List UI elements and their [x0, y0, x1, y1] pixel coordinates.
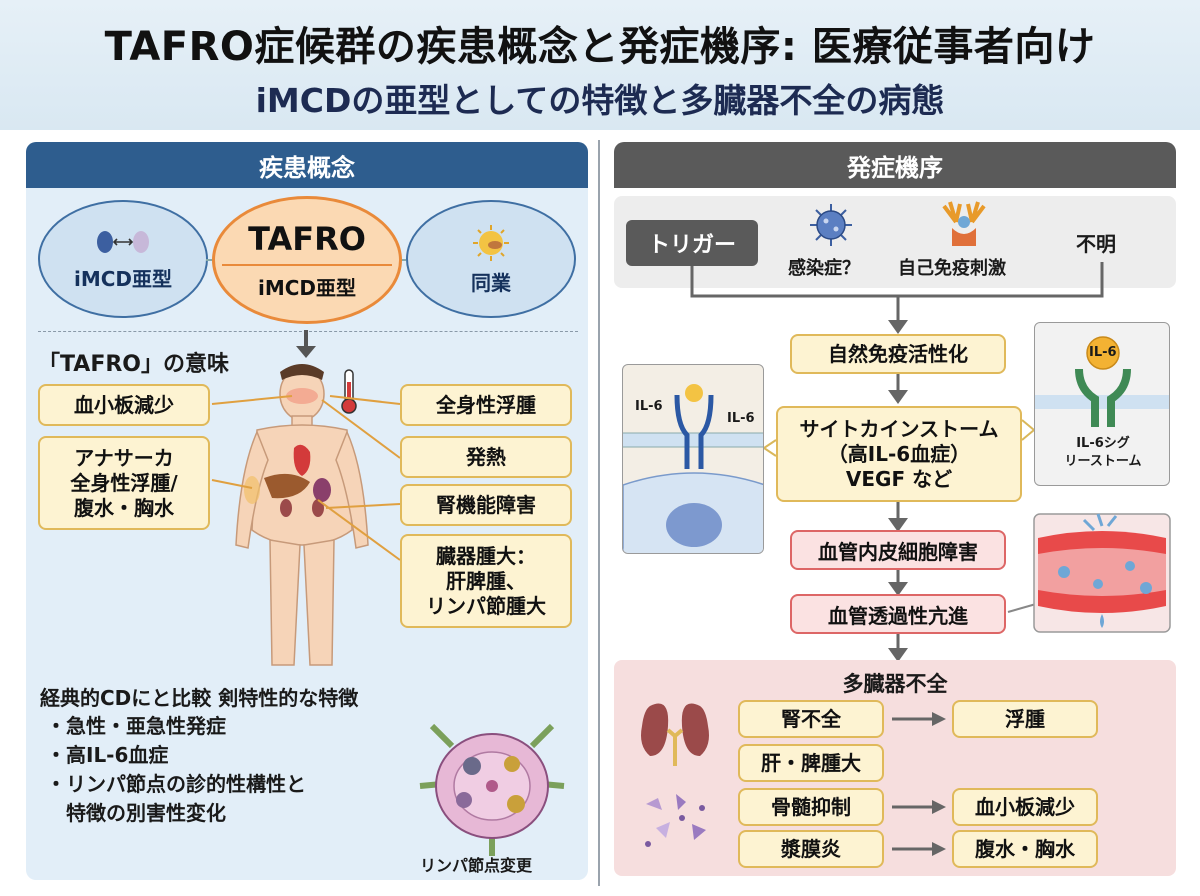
tafro-circle-title: TAFRO [248, 219, 366, 258]
trigger-autoimmune-label: 自己免疫刺激 [898, 258, 1006, 279]
tafro-meaning-title: 「TAFRO」の意味 [38, 352, 229, 377]
feature-list: ・急性・亜急性発症 ・高IL-6血症 ・リンパ節点の診的性構性と 特徴の別害性変… [46, 712, 306, 828]
cytokine-storm-box: サイトカインストーム （高IL-6血症） VEGF など [776, 406, 1022, 502]
feature-item-il6: ・高IL-6血症 [46, 743, 169, 767]
permeability-box: 血管透過性亢進 [790, 594, 1006, 634]
organomegaly-line-2: 肝脾腫、 [446, 568, 526, 593]
anasarca-line-1: アナサーカ [74, 445, 174, 470]
anasarca-line-3: 腹水・胸水 [74, 495, 174, 520]
feature-item-change: 特徴の別害性変化 [66, 801, 226, 825]
lymph-node-illustration [419, 723, 565, 856]
renal-label: 腎機能障害 [400, 484, 572, 526]
il6-left-label-b: IL-6 [727, 411, 755, 426]
il6-receptor-illustration [623, 384, 763, 553]
mof-title: 多臓器不全 [842, 672, 948, 696]
mechanism-panel-title: 発症機序 [614, 142, 1176, 188]
page-subtitle: iMCDの亜型としての特徴と多臓器不全の病態 [255, 81, 945, 120]
blood-vessel-illustration [1033, 513, 1171, 633]
concept-panel-title: 疾患概念 [26, 142, 588, 188]
cytokine-storm-line-3: VEGF など [845, 466, 953, 491]
imcd-subtype-label: iMCD亜型 [73, 266, 173, 291]
hepatosplenomegaly-box: 肝・脾腫大 [738, 744, 884, 782]
platelet-label: 血小板減少 [38, 384, 210, 426]
similar-label: 同業 [471, 270, 511, 295]
header-banner [0, 0, 1200, 130]
bone-marrow-box: 骨髄抑制 [738, 788, 884, 826]
effusion-result-box: 腹水・胸水 [952, 830, 1098, 868]
il6-signal-line-1: IL-6シグ [1076, 436, 1130, 451]
feature-item-acute: ・急性・亜急性発症 [46, 714, 226, 738]
il6-signal-label: IL-6シグ リーストーム [1035, 435, 1169, 471]
kidney-pair-icon [97, 230, 149, 253]
organomegaly-label: 臓器腫大： 肝脾腫、 リンパ節腫大 [400, 534, 572, 628]
kidney-icon [641, 703, 709, 766]
comparison-title: 経典的CDにと比較 剣特性的な特徴 [40, 686, 359, 710]
serositis-box: 漿膜炎 [738, 830, 884, 868]
organomegaly-line-3: リンパ節腫大 [426, 593, 546, 618]
il6-right-label: IL-6 [1089, 345, 1117, 360]
renal-failure-box: 腎不全 [738, 700, 884, 738]
autoimmune-icon [942, 201, 986, 246]
fever-label: 発熱 [400, 436, 572, 478]
feature-item-lymph: ・リンパ節点の診的性構性と [46, 772, 306, 796]
tafro-circle-divider [222, 263, 392, 266]
thrombocytopenia-result-box: 血小板減少 [952, 788, 1098, 826]
similar-circle: 同業 [406, 200, 576, 318]
edema-result-box: 浮腫 [952, 700, 1098, 738]
bone-marrow-fragments-icon [645, 794, 706, 847]
il6-signal-line-2: リーストーム [1064, 454, 1142, 470]
panel-divider [598, 140, 600, 886]
cytokine-storm-line-2: （高IL-6血症） [827, 441, 971, 466]
il6-left-label-a: IL-6 [635, 399, 663, 414]
trigger-infection-label: 感染症？ [788, 258, 860, 279]
thermometer-icon [341, 369, 357, 414]
trigger-unknown-label: 不明 [1076, 232, 1116, 256]
cytokine-storm-line-1: サイトカインストーム [799, 416, 999, 441]
edema-label: 全身性浮腫 [400, 384, 572, 426]
human-body-figure [235, 364, 369, 666]
virus-icon [810, 204, 852, 246]
organomegaly-line-1: 臓器腫大： [436, 543, 536, 568]
virus-sun-icon [473, 224, 509, 261]
anasarca-label: アナサーカ 全身性浮腫/ 腹水・胸水 [38, 436, 210, 530]
il6-signal-panel: IL-6 IL-6シグ リーストーム [1034, 322, 1170, 486]
tafro-circle-subtitle: iMCD亜型 [257, 275, 357, 300]
innate-immunity-box: 自然免疫活性化 [790, 334, 1006, 374]
endothelial-damage-box: 血管内皮細胞障害 [790, 530, 1006, 570]
page-title: TAFRO症候群の疾患概念と発症機序: 医療従事者向け [104, 24, 1096, 70]
tafro-circle: TAFRO iMCD亜型 [212, 196, 402, 324]
lymph-node-caption: リンパ節点変更 [420, 856, 533, 875]
anasarca-line-2: 全身性浮腫/ [70, 470, 178, 495]
il6-receptor-panel: IL-6 IL-6 [622, 364, 764, 554]
down-arrow-concept [296, 330, 316, 358]
trigger-box: トリガー [626, 220, 758, 266]
il6-signal-illustration [1035, 336, 1169, 427]
